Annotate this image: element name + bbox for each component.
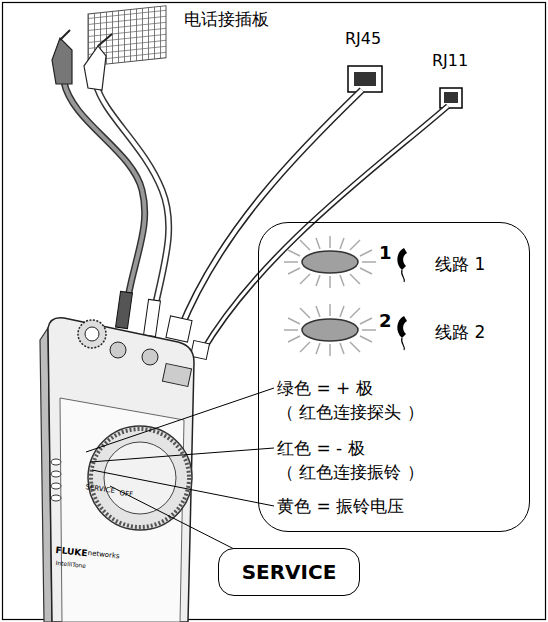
part-name: 电话接插板 (184, 10, 269, 29)
line-label: 线路 2 (435, 323, 485, 342)
callout-text: SERVICE (242, 561, 337, 583)
callout-panel: 1 线路 1 2 线路 2 绿色 = + 极 （ 红色连接探头 ） 红色 = - 极 （ 红色… (258, 222, 530, 532)
legend-text: 红色 = - 极 (277, 439, 365, 458)
port-name: RJ45 (345, 30, 381, 48)
callout-number: 2 (379, 311, 392, 331)
line-label: 线路 1 (435, 255, 485, 274)
callout-number: 1 (379, 243, 392, 263)
port-name: RJ11 (432, 52, 468, 70)
legend-text: （ 红色连接振铃 ） (277, 463, 424, 482)
callout-box: SERVICE (218, 548, 360, 596)
legend-text: 黄色 = 振铃电压 (277, 497, 404, 516)
legend-text: （ 红色连接探头 ） (277, 403, 424, 422)
legend-text: 绿色 = + 极 (277, 379, 373, 398)
